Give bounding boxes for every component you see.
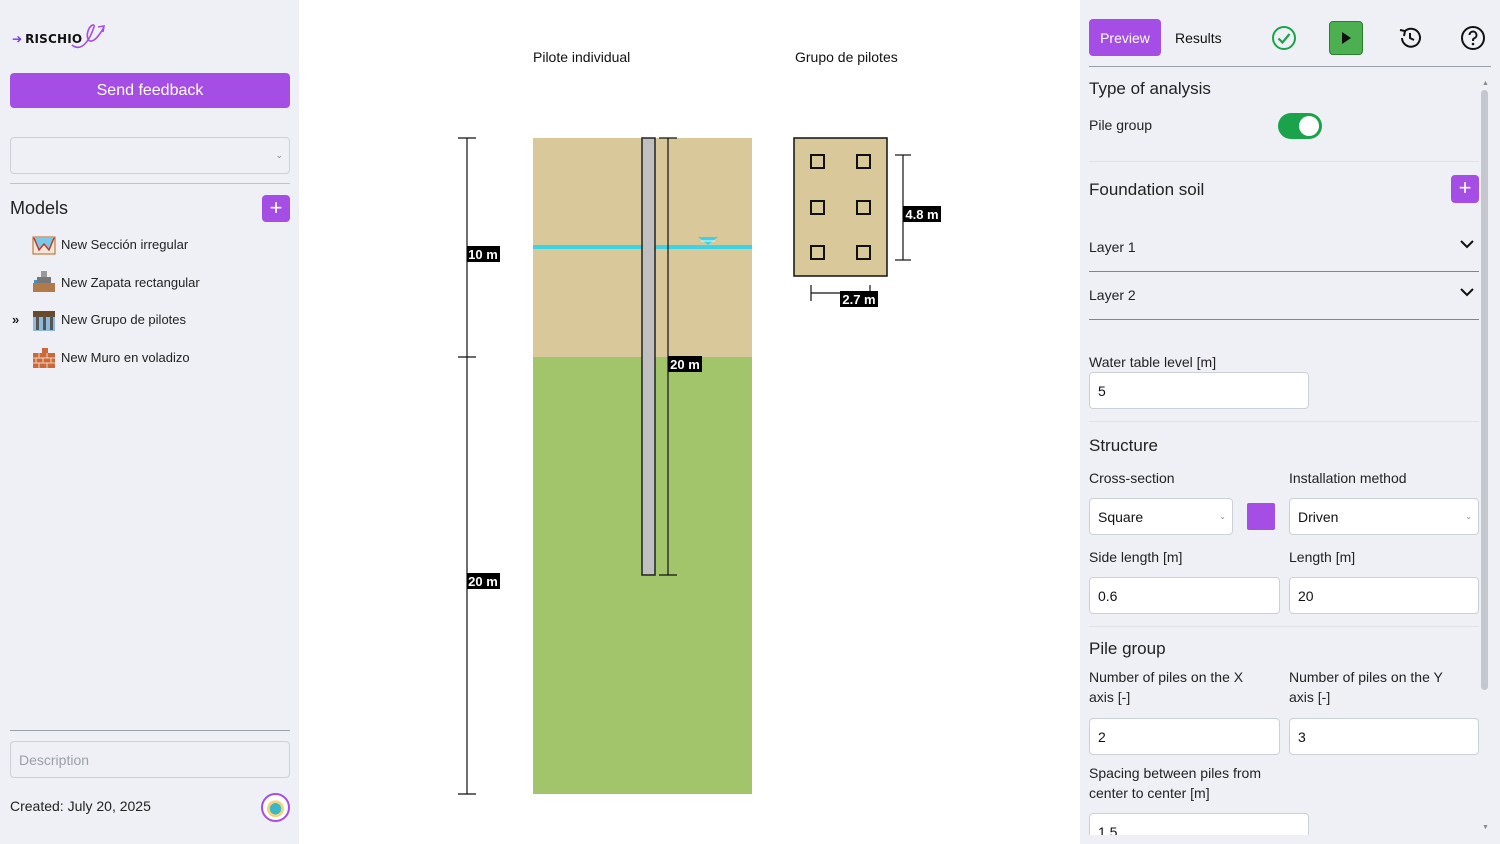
layer-label: Layer 1 xyxy=(1089,239,1136,255)
pile-drawing: 10 m 20 m 20 m 4.8 m 2.7 m xyxy=(458,137,941,795)
cross-section-value: Square xyxy=(1098,508,1144,525)
water-table-label: Water table level [m] xyxy=(1089,354,1217,370)
logo-arrow-icon: ➔ xyxy=(12,32,23,46)
layer-label: Layer 2 xyxy=(1089,287,1136,303)
section-title-foundation: Foundation soil xyxy=(1089,180,1205,199)
section-title-structure: Structure xyxy=(1089,436,1158,455)
side-length-label: Side length [m] xyxy=(1089,549,1183,565)
send-feedback-button[interactable]: Send feedback xyxy=(10,73,290,108)
layer-row-2[interactable]: Layer 2 xyxy=(1089,272,1479,320)
help-icon[interactable] xyxy=(1456,21,1490,55)
model-item-muro[interactable]: New Muro en voladizo xyxy=(10,339,290,377)
spacing-label: Spacing between piles from center to cen… xyxy=(1089,765,1261,801)
run-button[interactable] xyxy=(1329,21,1363,55)
wall-icon xyxy=(33,347,55,368)
piles-x-input[interactable]: 2 xyxy=(1089,718,1280,755)
properties-scroll: Type of analysis Pile group Foundation s… xyxy=(1089,67,1481,835)
caption-pile-group: Grupo de pilotes xyxy=(795,49,898,65)
chevron-down-icon: ⌄ xyxy=(275,150,283,160)
cross-section-select[interactable]: Square ⌄ xyxy=(1089,498,1233,535)
divider xyxy=(10,730,290,731)
model-label: New Sección irregular xyxy=(61,237,189,253)
logo-text: RISCHIO xyxy=(25,32,83,46)
pile-group-toggle[interactable] xyxy=(1278,113,1322,139)
depth-dimension xyxy=(458,137,500,795)
chevron-down-icon xyxy=(1460,240,1474,249)
scroll-up-icon[interactable]: ▲ xyxy=(1482,80,1489,87)
divider xyxy=(10,183,290,184)
app-logo[interactable]: ➔ RISCHIO xyxy=(12,18,108,60)
scrollbar-thumb[interactable] xyxy=(1481,90,1488,690)
pile xyxy=(641,137,656,576)
label-pile-length: 20 m xyxy=(670,357,700,372)
spacing-input[interactable]: 1.5 xyxy=(1089,813,1309,835)
pile-group-plan xyxy=(793,137,888,277)
sidebar: ➔ RISCHIO Send feedback ⌄ Models + New S… xyxy=(0,0,299,844)
caption-single-pile: Pilote individual xyxy=(533,49,631,65)
length-label: Length [m] xyxy=(1289,549,1356,565)
logo-swoosh-icon xyxy=(71,24,106,49)
chevron-down-icon xyxy=(1460,288,1474,297)
play-icon xyxy=(1342,32,1351,44)
model-item-grupo-pilotes[interactable]: » New Grupo de pilotes xyxy=(10,301,290,339)
chevron-down-icon: ⌄ xyxy=(1219,512,1226,521)
history-icon[interactable] xyxy=(1393,21,1427,55)
section-title-type: Type of analysis xyxy=(1089,79,1211,98)
piles-y-input[interactable]: 3 xyxy=(1289,718,1479,755)
avatar[interactable] xyxy=(261,793,290,822)
label-layer2-thickness: 20 m xyxy=(468,574,498,589)
properties-panel: Preview Results Type of analysis Pile gr… xyxy=(1080,0,1500,844)
installation-method-label: Installation method xyxy=(1289,470,1407,486)
project-select[interactable]: ⌄ xyxy=(10,137,290,174)
models-title: Models xyxy=(10,198,69,218)
created-date: Created: July 20, 2025 xyxy=(10,798,151,814)
piles-x-label: Number of piles on the X axis [-] xyxy=(1089,669,1244,705)
installation-method-value: Driven xyxy=(1298,508,1339,525)
footing-icon xyxy=(33,271,55,293)
label-layer1-thickness: 10 m xyxy=(468,247,498,262)
label-group-height: 4.8 m xyxy=(905,207,938,222)
tab-results[interactable]: Results xyxy=(1175,29,1222,46)
model-label: New Grupo de pilotes xyxy=(61,312,187,328)
side-length-input[interactable]: 0.6 xyxy=(1089,577,1280,614)
length-input[interactable]: 20 xyxy=(1289,577,1479,614)
cross-section-label: Cross-section xyxy=(1089,470,1175,486)
group-height-dimension xyxy=(895,154,941,261)
model-label: New Muro en voladizo xyxy=(61,350,190,366)
water-table-input[interactable]: 5 xyxy=(1089,372,1309,409)
layer-row-1[interactable]: Layer 1 xyxy=(1089,224,1479,272)
section-icon xyxy=(32,236,56,255)
model-item-zapata[interactable]: New Zapata rectangular xyxy=(10,264,290,302)
preview-canvas: Pilote individual Grupo de pilotes xyxy=(299,0,1080,844)
installation-method-select[interactable]: Driven ⌄ xyxy=(1289,498,1479,535)
selected-indicator-icon: » xyxy=(12,312,20,328)
model-list: New Sección irregular New Zapata rectang… xyxy=(10,226,290,376)
pile-color-swatch[interactable] xyxy=(1247,503,1275,530)
model-label: New Zapata rectangular xyxy=(61,274,200,290)
model-item-seccion[interactable]: New Sección irregular xyxy=(10,226,290,264)
group-width-dimension xyxy=(810,285,878,307)
section-title-pile-group: Pile group xyxy=(1089,639,1166,658)
piles-y-label: Number of piles on the Y axis [-] xyxy=(1289,669,1443,705)
pile-group-toggle-label: Pile group xyxy=(1089,117,1153,133)
scroll-down-icon[interactable]: ▼ xyxy=(1482,824,1489,831)
add-layer-button[interactable]: + xyxy=(1451,175,1479,203)
pile-group-icon xyxy=(33,310,55,331)
label-group-width: 2.7 m xyxy=(842,292,875,307)
description-input[interactable] xyxy=(10,741,290,778)
divider xyxy=(1089,66,1491,67)
toolbar: Preview Results xyxy=(1089,19,1491,57)
tab-preview[interactable]: Preview xyxy=(1089,19,1161,56)
chevron-down-icon: ⌄ xyxy=(1465,512,1472,521)
add-model-button[interactable]: + xyxy=(262,195,290,222)
pile-length-dimension xyxy=(659,137,702,576)
validate-check-icon[interactable] xyxy=(1267,21,1301,55)
